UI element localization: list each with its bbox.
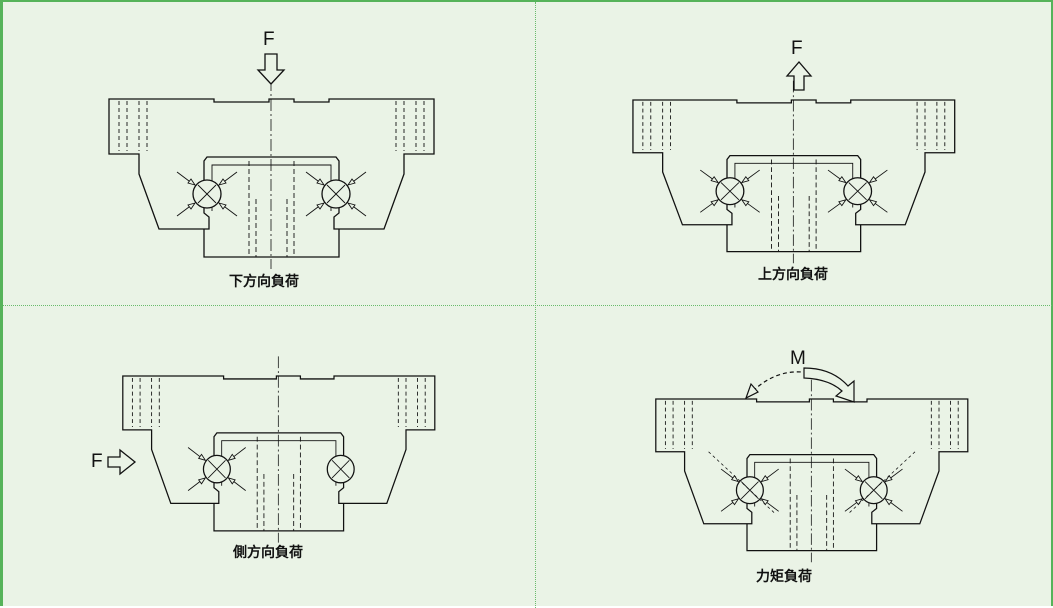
rotation-arrow-icon — [744, 367, 855, 403]
linear-guide-block — [655, 379, 969, 563]
caption-moment-load: 力矩負荷 — [756, 568, 812, 584]
panel-upward-load: F 上方向負荷 — [536, 2, 1053, 304]
force-label: F — [91, 451, 103, 472]
upward-load-drawing — [632, 61, 956, 264]
caption-upward-load: 上方向負荷 — [758, 266, 828, 282]
caption-lateral-load: 側方向負荷 — [233, 544, 303, 560]
panel-lateral-load: F 側方向負荷 — [3, 306, 533, 606]
panel-downward-load: F 下方向負荷 — [3, 2, 533, 304]
linear-guide-block — [108, 78, 435, 270]
up-arrow-icon — [785, 61, 813, 91]
right-arrow-icon — [107, 448, 137, 476]
force-label: F — [263, 29, 275, 50]
panel-moment-load: M 力矩負荷 — [536, 306, 1053, 606]
linear-guide-block — [632, 80, 956, 264]
moment-load-drawing — [655, 367, 969, 563]
moment-label: M — [790, 348, 806, 369]
down-arrow-icon — [256, 53, 286, 85]
horizontal-divider — [3, 305, 1053, 306]
lateral-load-drawing — [107, 355, 436, 544]
force-label: F — [791, 38, 803, 59]
caption-downward-load: 下方向負荷 — [229, 273, 299, 289]
linear-guide-block — [122, 355, 436, 544]
downward-load-drawing — [108, 53, 435, 270]
